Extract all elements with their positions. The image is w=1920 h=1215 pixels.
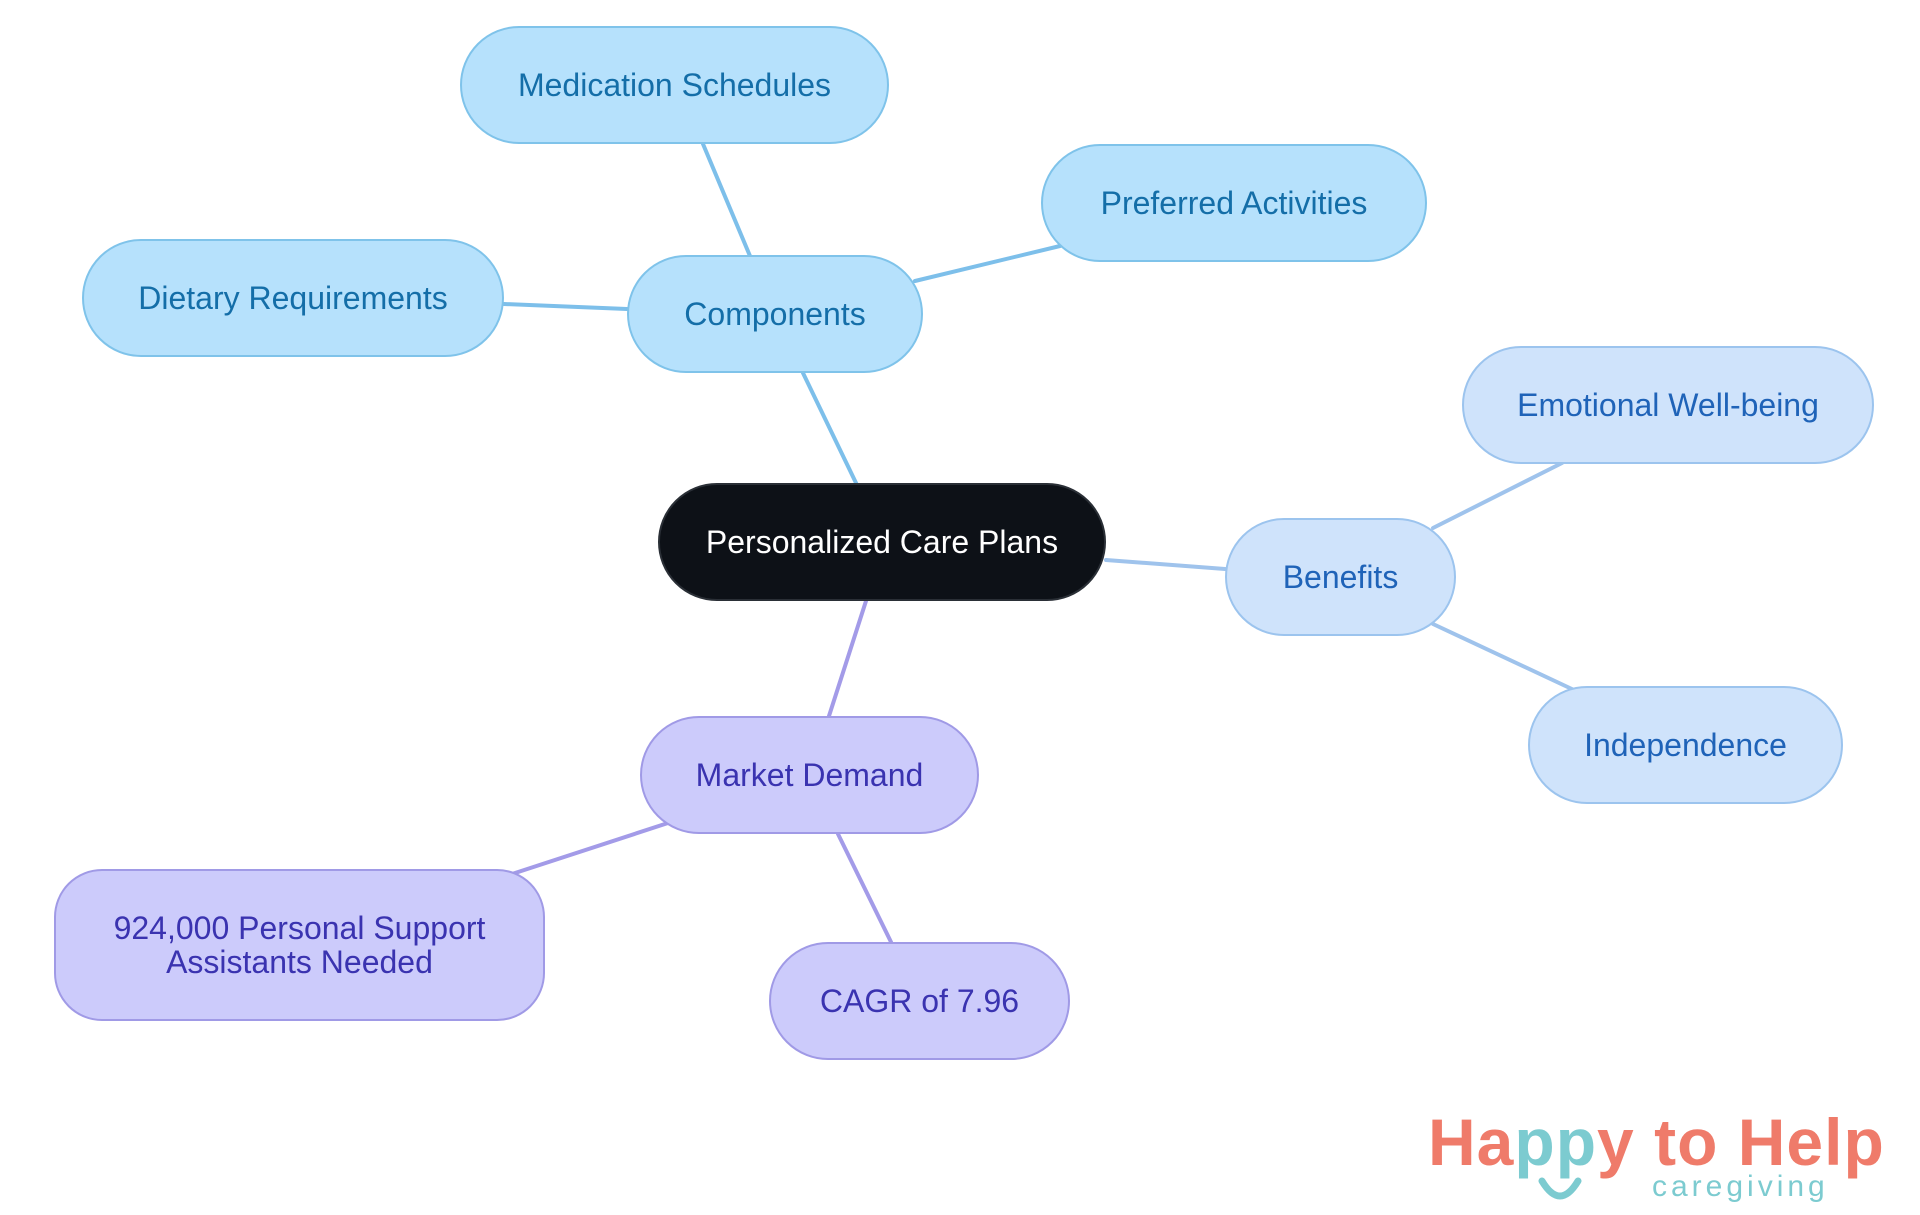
branch-node-benefits: Benefits: [1225, 518, 1456, 636]
logo-tagline: caregiving: [1652, 1170, 1829, 1203]
logo-letter-a: a: [1476, 1105, 1515, 1179]
logo-letter-y: y: [1597, 1105, 1635, 1179]
leaf-node-dietary-requirements: Dietary Requirements: [82, 239, 504, 357]
leaf-node-personal-support-assistants: 924,000 Personal Support Assistants Need…: [54, 869, 545, 1021]
edge-components-medication: [701, 142, 752, 258]
logo-letter-p2: p: [1555, 1105, 1598, 1179]
personal-support-line-1: 924,000 Personal Support: [113, 910, 486, 946]
edge-components-preferred: [913, 244, 1062, 283]
edge-market-personal: [510, 821, 670, 876]
cagr-label: CAGR of 7.96: [819, 983, 1020, 1019]
components-label: Components: [684, 296, 866, 332]
leaf-node-cagr: CAGR of 7.96: [769, 942, 1070, 1060]
edge-root-components: [801, 371, 859, 487]
edge-benefits-independence: [1431, 622, 1576, 692]
edge-components-dietary: [502, 302, 629, 311]
logo-letter-h: H: [1428, 1105, 1477, 1179]
leaf-node-emotional-well-being: Emotional Well-being: [1462, 346, 1874, 464]
dietary-requirements-label: Dietary Requirements: [138, 280, 448, 316]
edge-market-cagr: [836, 832, 893, 944]
market-demand-label: Market Demand: [695, 757, 924, 793]
logo-wordmark: Happy to Help: [1428, 1105, 1885, 1179]
personal-support-label: 924,000 Personal Support Assistants Need…: [114, 911, 486, 979]
independence-label: Independence: [1584, 727, 1787, 763]
smile-icon: [1538, 1177, 1582, 1200]
emotional-well-being-label: Emotional Well-being: [1517, 387, 1819, 423]
logo-rest: to Help: [1634, 1105, 1885, 1179]
benefits-label: Benefits: [1282, 559, 1399, 595]
leaf-node-preferred-activities: Preferred Activities: [1041, 144, 1427, 262]
personal-support-line-2: Assistants Needed: [166, 944, 433, 980]
root-node-label: Personalized Care Plans: [705, 524, 1059, 560]
edge-root-benefits: [1104, 558, 1227, 571]
preferred-activities-label: Preferred Activities: [1100, 185, 1368, 221]
edge-benefits-emotional: [1431, 461, 1564, 530]
leaf-node-independence: Independence: [1528, 686, 1843, 804]
root-node-personalized-care-plans: Personalized Care Plans: [658, 483, 1106, 601]
medication-schedules-label: Medication Schedules: [517, 67, 832, 103]
branch-node-market-demand: Market Demand: [640, 716, 979, 834]
branch-node-components: Components: [627, 255, 923, 373]
edge-root-market: [827, 599, 868, 718]
logo-letter-p1: p: [1514, 1105, 1556, 1179]
happy-to-help-logo: Happy to Help caregiving: [1420, 1105, 1890, 1215]
leaf-node-medication-schedules: Medication Schedules: [460, 26, 889, 144]
